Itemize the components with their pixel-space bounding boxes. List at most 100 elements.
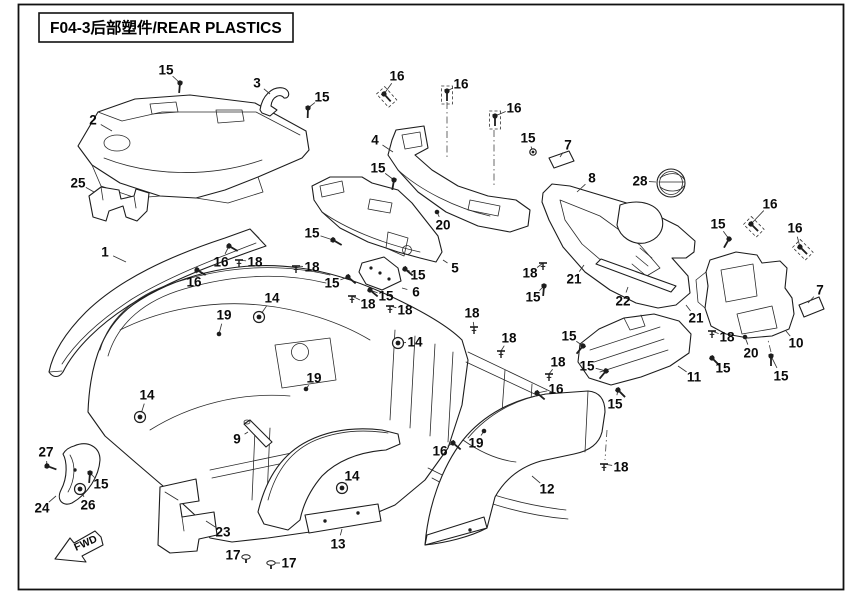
callout-16: 16	[186, 266, 207, 290]
callout-18: 18	[386, 303, 413, 318]
callout-15: 15	[520, 131, 537, 156]
part-number-label: 13	[330, 537, 346, 552]
screw-icon	[796, 243, 808, 255]
part-number-label: 18	[501, 331, 517, 346]
callout-15: 15	[367, 286, 394, 304]
callout-15: 15	[87, 470, 109, 492]
screw-icon	[194, 266, 207, 276]
part-number-label: 14	[264, 291, 280, 306]
part-number-label: 1	[101, 245, 109, 260]
screw-icon	[345, 273, 357, 285]
grommet-icon	[335, 481, 349, 495]
callout-15: 15	[708, 354, 731, 376]
part-number-label: 7	[564, 138, 572, 153]
callout-15: 15	[561, 329, 587, 355]
part-number-label: 16	[213, 255, 229, 270]
screw-icon	[534, 389, 546, 401]
part-number-label: 14	[139, 388, 155, 403]
part-number-label: 15	[579, 359, 595, 374]
part-number-label: 3	[253, 76, 261, 91]
callout-17: 17	[225, 548, 251, 563]
screw-icon	[402, 265, 414, 277]
clip-icon	[292, 265, 300, 273]
callout-14: 14	[335, 469, 360, 495]
part-number-label: 18	[613, 460, 629, 475]
screw-icon	[598, 368, 610, 380]
callout-5: 5	[442, 259, 459, 276]
screw-icon	[614, 386, 626, 398]
part-number-label: 4	[371, 133, 379, 148]
callout-18: 18	[522, 262, 547, 281]
part-1-fender-flare	[48, 228, 267, 378]
screw-icon	[380, 90, 392, 103]
callout-17: 17	[266, 556, 297, 571]
part-number-label: 18	[464, 306, 480, 321]
screw-icon	[330, 236, 343, 246]
part-number-label: 9	[233, 432, 241, 447]
callout-14: 14	[391, 335, 423, 350]
part-number-label: 7	[816, 283, 824, 298]
part-number-label: 16	[548, 382, 564, 397]
dot-icon	[742, 334, 748, 340]
part-number-label: 28	[632, 174, 648, 189]
callout-14: 14	[252, 291, 280, 324]
clip-icon	[386, 305, 394, 313]
callout-15: 15	[710, 217, 733, 249]
callout-14: 14	[133, 388, 155, 424]
part-number-label: 6	[412, 285, 420, 300]
part-number-label: 15	[304, 226, 320, 241]
callout-7: 7	[559, 138, 572, 158]
screw-icon	[391, 177, 397, 191]
part-5-bracket	[311, 176, 443, 263]
part-number-label: 19	[468, 436, 483, 451]
part-number-label: 8	[588, 171, 596, 186]
part-25-bracket	[88, 186, 150, 222]
callout-28: 28	[632, 174, 657, 189]
grommet-icon	[252, 310, 266, 324]
page-title: F04-3后部塑件/REAR PLASTICS	[50, 18, 282, 37]
screw-icon	[768, 353, 774, 366]
callout-10: 10	[785, 330, 804, 351]
part-28-cap	[656, 168, 686, 198]
callout-21: 21	[685, 304, 704, 326]
part-9-rod	[243, 419, 273, 448]
callout-18: 18	[348, 295, 376, 312]
part-number-label: 23	[215, 525, 231, 540]
callout-7: 7	[807, 283, 824, 304]
callout-25: 25	[70, 176, 95, 193]
callout-15: 15	[768, 353, 789, 384]
callout-16: 16	[441, 77, 469, 105]
part-4-bracket	[387, 125, 531, 233]
part-7-plate-right	[798, 296, 825, 318]
callout-11: 11	[677, 365, 702, 385]
clip-icon	[348, 295, 356, 303]
rear-body	[87, 265, 469, 543]
part-number-label: 15	[520, 131, 536, 146]
callout-15: 15	[370, 161, 397, 191]
part-number-label: 5	[451, 261, 459, 276]
part-number-label: 15	[710, 217, 726, 232]
part-number-label: 27	[38, 445, 53, 460]
part-number-label: 11	[687, 370, 702, 385]
callout-18: 18	[600, 460, 629, 475]
screw-icon	[541, 283, 547, 297]
part-number-label: 21	[566, 272, 582, 287]
part-number-label: 2	[89, 113, 97, 128]
callout-18: 18	[292, 260, 320, 275]
part-number-label: 18	[304, 260, 320, 275]
part-number-label: 20	[743, 346, 758, 361]
dot-icon	[303, 386, 309, 392]
part-number-label: 12	[539, 482, 554, 497]
screw-icon	[367, 286, 379, 298]
part-24-bracket	[58, 443, 101, 505]
part-number-label: 15	[715, 361, 731, 376]
part-number-label: 19	[216, 308, 231, 323]
part-number-label: 14	[407, 335, 423, 350]
callout-18: 18	[545, 355, 566, 381]
callout-1: 1	[101, 245, 127, 263]
callout-16: 16	[787, 221, 814, 261]
clip-icon	[708, 330, 716, 338]
part-number-label: 17	[281, 556, 296, 571]
screw-icon	[747, 220, 759, 232]
